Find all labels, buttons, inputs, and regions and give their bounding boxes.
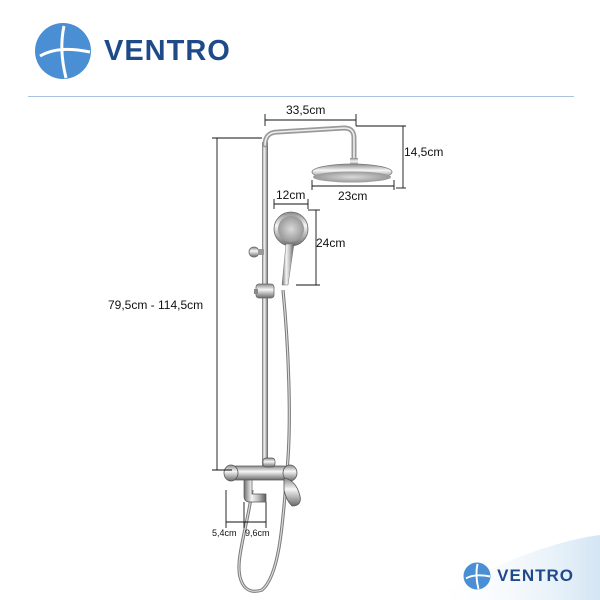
dim-arm-width: 33,5cm [286, 103, 326, 117]
ventro-logo: VENTRO [34, 22, 231, 80]
mixer-tap [223, 457, 301, 507]
brand-name: VENTRO [104, 34, 231, 67]
header-divider [28, 96, 574, 97]
dim-column-height: 79,5cm - 114,5cm [108, 298, 204, 312]
hand-shower [273, 211, 309, 286]
dim-spout-b: 9,6cm [245, 528, 270, 538]
footer-brand-name: VENTRO [497, 566, 574, 585]
dim-hand-length: 24cm [316, 236, 346, 250]
rain-shower-head [311, 158, 393, 183]
shower-arm [262, 125, 357, 163]
dimension-lines [212, 114, 406, 528]
shower-column [262, 142, 268, 472]
dim-spout-a: 5,4cm [212, 528, 237, 538]
dim-head-diameter: 23cm [338, 189, 368, 203]
dim-hand-width: 12cm [276, 188, 306, 202]
wall-bracket [248, 246, 264, 258]
ventro-logo-icon [35, 23, 91, 79]
slider-holder [254, 283, 275, 299]
dim-head-height: 14,5cm [404, 145, 444, 159]
ventro-footer-logo: VENTRO [463, 562, 574, 590]
ventro-footer-logo-icon [463, 562, 491, 590]
